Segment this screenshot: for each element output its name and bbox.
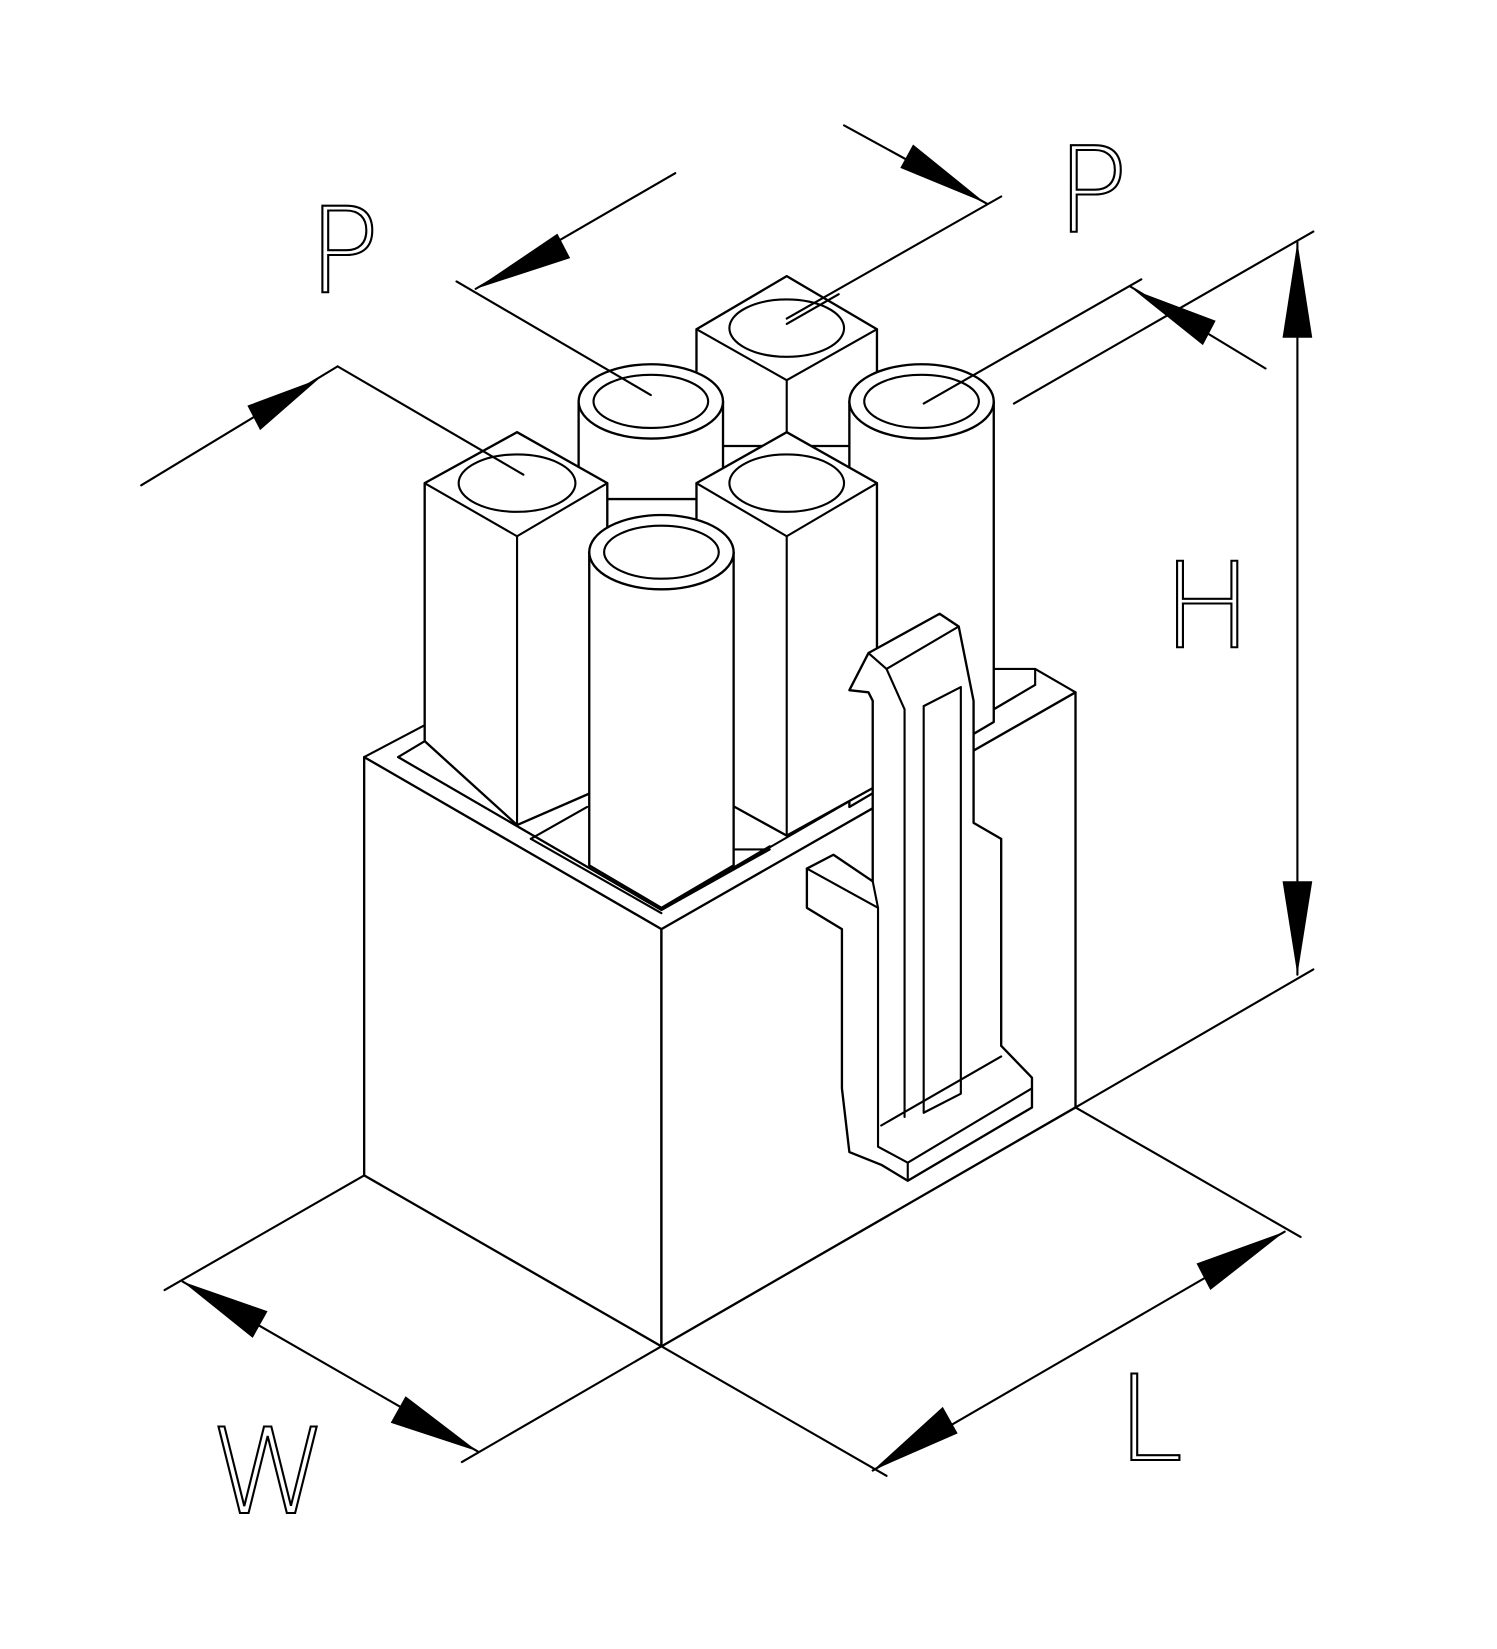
pin-square-back [695, 274, 879, 448]
dimension-lines [140, 124, 1315, 1477]
latch [805, 612, 1034, 1182]
label-pitch-left: P [308, 183, 380, 321]
label-pitch-right: P [1056, 123, 1128, 261]
pin-round-front [588, 513, 735, 910]
pin-square-left [423, 431, 609, 827]
label-length: L [1117, 1351, 1183, 1489]
pin-round-back [577, 363, 725, 501]
label-height: H [1163, 539, 1252, 677]
label-width: W [210, 1404, 328, 1542]
